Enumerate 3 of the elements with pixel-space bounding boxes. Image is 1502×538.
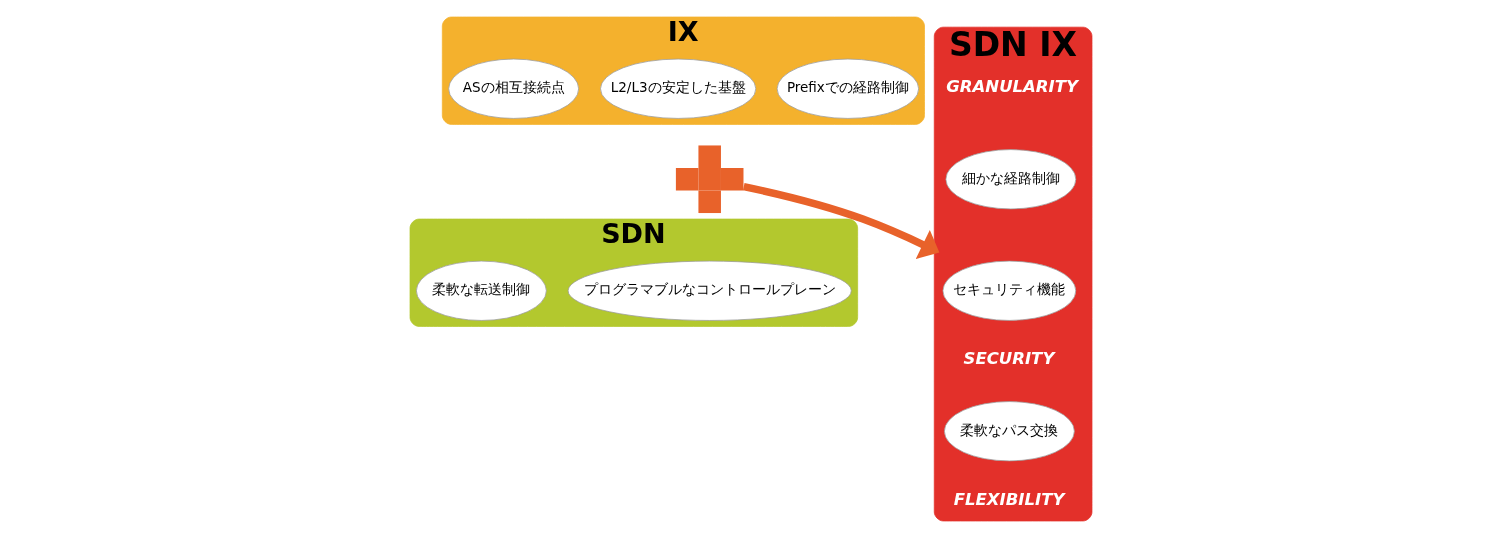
- label: SECURITY: [963, 349, 1055, 369]
- label: GRANULARITY: [946, 77, 1078, 97]
- label: FLEXIBILITY: [953, 489, 1065, 509]
